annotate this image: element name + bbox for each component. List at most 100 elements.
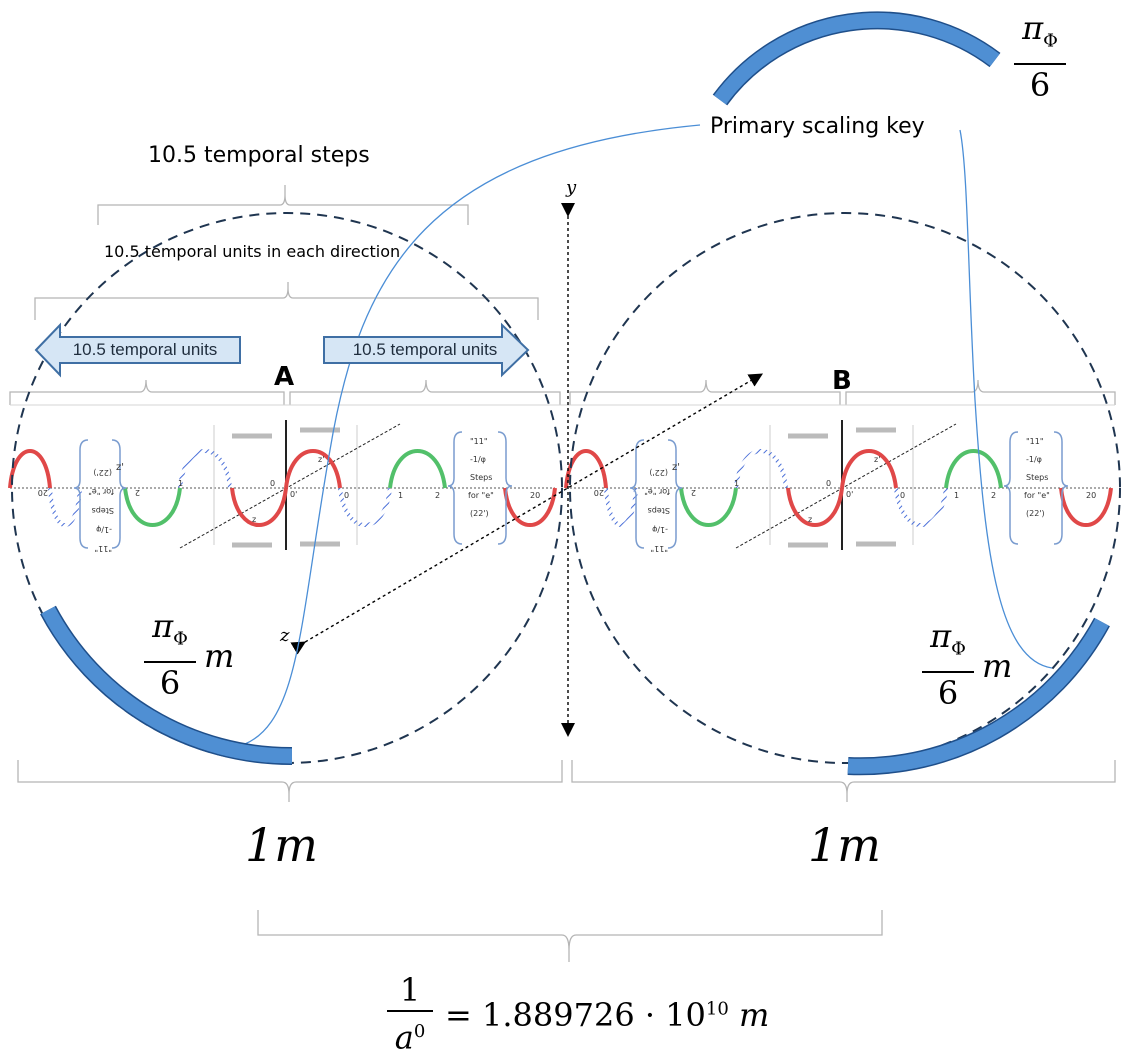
frac-left-sub: Φ <box>173 628 188 650</box>
strip-a-wave-2 <box>123 487 182 528</box>
arc-right-fill <box>847 618 1109 774</box>
frac-left-den: 6 <box>159 664 181 703</box>
circle-b <box>569 212 1121 764</box>
strip-b-wave-7 <box>944 448 1003 489</box>
strip-a-label-11: "11" <box>470 437 488 446</box>
measure-right: 1m <box>808 818 881 872</box>
strip-b-diag-line <box>735 423 957 549</box>
arrow-left-shape <box>34 322 241 378</box>
arrow-left-label: 10.5 temporal units <box>72 340 218 359</box>
strip-a-tick-0-b: 0 <box>344 491 349 500</box>
strip-b-wave-1 <box>604 487 638 527</box>
strip-b-wave-6 <box>894 487 948 528</box>
strip-a-wave-1 <box>48 487 82 527</box>
y-axis-label: y <box>566 177 577 198</box>
strip-a-tick-0prime: 0' <box>290 490 297 499</box>
circle-b-label: B <box>832 366 852 396</box>
frac-top-sub: Φ <box>1043 30 1058 52</box>
strip-b-label-for-e-mirror: for "e" <box>644 487 670 496</box>
strip-a-tick-0-a: 0 <box>270 479 275 488</box>
arc-fraction-left: πΦ 6 m <box>140 608 234 703</box>
strip-b-label-for-e: for "e" <box>1024 491 1050 500</box>
strip-b-bracket-right-2 <box>1053 431 1069 545</box>
strip-b-wave-0 <box>564 449 608 489</box>
frac-top-den: 6 <box>1029 66 1051 105</box>
top-brace <box>97 185 469 225</box>
formula-num: 1 <box>399 971 421 1009</box>
arc-left-fill <box>41 606 293 764</box>
formula-rhs-exp: 10 <box>705 998 729 1020</box>
strip-a-label-zprime: z' <box>318 455 324 464</box>
strip-b-label-22-mirror: (22') <box>649 468 668 477</box>
strip-b-tick-20-mirror: 20 <box>594 488 604 497</box>
strip-a-wave-4 <box>230 487 288 528</box>
arrow-right-label: 10.5 temporal units <box>352 340 498 359</box>
strip-a-tick-20-mirror: 20 <box>38 488 48 497</box>
z-axis <box>290 373 764 655</box>
strip-b-label-inv-phi: -1/φ <box>1026 455 1042 464</box>
measure-left: 1m <box>245 818 318 872</box>
arrow-right-shape <box>323 322 530 378</box>
formula-unit: m <box>738 995 770 1034</box>
frac-right-sub: Φ <box>951 638 966 660</box>
frac-right-den: 6 <box>937 674 959 713</box>
strip-a-tick-2-mirror: 2 <box>135 488 140 497</box>
guide-line-right <box>959 129 1053 669</box>
frac-top-num: π <box>1022 9 1044 47</box>
frac-right-unit: m <box>982 646 1013 685</box>
strip-b-tick-1: 1 <box>954 491 959 500</box>
strip-a-label-z: z <box>252 515 256 524</box>
z-axis-label: z <box>280 625 290 646</box>
strip-a-label-zprime-2: z' <box>116 462 124 473</box>
strip-b-label-zprime: z' <box>874 455 880 464</box>
strip-a-tick-20: 20 <box>530 491 540 500</box>
strip-a-label-for-e-mirror: for "e" <box>88 487 114 496</box>
strip-a-wave-5 <box>284 448 342 489</box>
brace-1m-right <box>571 760 1116 802</box>
strip-a-diag-line <box>179 423 401 549</box>
strip-b-label-zprime-2: z' <box>672 462 680 473</box>
strip-b-tick-0prime: 0' <box>846 490 853 499</box>
strip-a-tick-1-mirror: 1 <box>178 479 183 488</box>
brace-1m-left <box>17 760 563 802</box>
strip-b-wave-5 <box>840 448 898 489</box>
strip-a-label-steps: Steps <box>470 473 492 482</box>
formula-rhs: = 1.889726 · 10 <box>445 995 706 1034</box>
strip-a-label-11-mirror: "11" <box>94 544 112 553</box>
frac-left-unit: m <box>204 636 235 675</box>
brace-b-left <box>569 379 841 405</box>
strip-a-tick-1: 1 <box>398 491 403 500</box>
frac-right-num: π <box>930 617 952 655</box>
arc-fraction-top: πΦ 6 <box>1010 10 1070 105</box>
strip-b-wave-3 <box>734 448 788 489</box>
strip-b-tick-0-a: 0 <box>826 479 831 488</box>
inner-brace <box>34 282 539 320</box>
strip-a-label-steps-mirror: Steps <box>92 506 114 515</box>
strip-b-label-11: "11" <box>1026 437 1044 446</box>
strip-a-label-inv-phi-mirror: -1/φ <box>96 525 112 534</box>
brace-a-left <box>9 379 285 405</box>
top-label: 10.5 temporal steps <box>148 143 370 168</box>
formula-den-exp: 0 <box>413 1021 426 1042</box>
strip-b-tick-1-mirror: 1 <box>734 479 739 488</box>
strip-b-label-22: (22') <box>1026 509 1045 518</box>
brace-a-right <box>289 379 561 405</box>
strip-b-label-11-mirror: "11" <box>650 544 668 553</box>
strip-b-wave-2 <box>679 487 738 528</box>
strip-a-bracket-left <box>73 439 89 549</box>
strip-a-label-22-mirror: (22') <box>93 468 112 477</box>
arc-fraction-right: πΦ 6 m <box>918 618 1012 713</box>
strip-b-label-z: z <box>808 515 812 524</box>
strip-b-tick-2-mirror: 2 <box>691 488 696 497</box>
guide-line-left <box>244 124 701 745</box>
brace-total <box>257 910 883 962</box>
strip-a-tick-2: 2 <box>435 491 440 500</box>
strip-a-bracket-left-2 <box>111 439 127 549</box>
strip-a-label-inv-phi: -1/φ <box>470 455 486 464</box>
strip-b-label-steps-mirror: Steps <box>648 506 670 515</box>
strip-b-wave-4 <box>786 487 844 528</box>
